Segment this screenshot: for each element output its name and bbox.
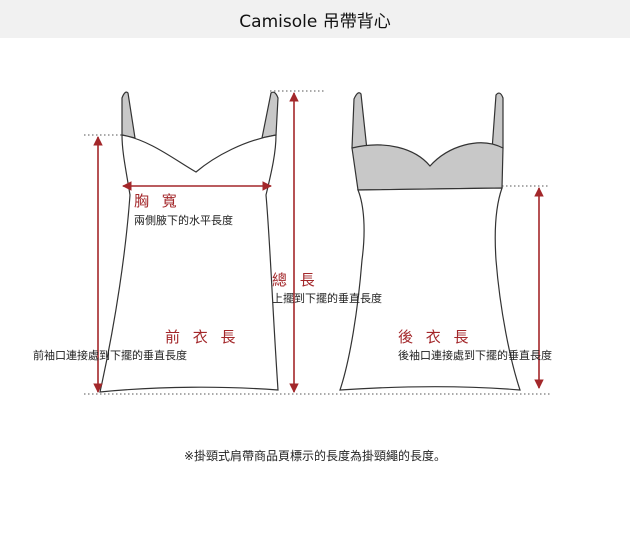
measurement-arrows	[93, 92, 544, 393]
back-length-description: 後袖口連接處到下擺的垂直長度	[398, 349, 552, 362]
total-length-description: 上擺到下擺的垂直長度	[272, 292, 382, 305]
front-length-description: 前袖口連接處到下擺的垂直長度	[33, 349, 187, 362]
footnote: ※掛頸式肩帶商品頁標示的長度為掛頸繩的長度。	[183, 449, 447, 463]
back-camisole	[339, 92, 521, 391]
page-title: Camisole 吊帶背心	[0, 0, 630, 38]
front-length-label: 前 衣 長	[165, 328, 240, 346]
back-left-strap	[351, 92, 368, 151]
back-length-label: 後 衣 長	[398, 328, 473, 346]
back-lining	[351, 142, 504, 191]
chest-width-description: 兩側腋下的水平長度	[134, 214, 233, 227]
reference-lines	[84, 90, 550, 395]
front-body-outline	[99, 134, 279, 393]
back-body-outline	[339, 187, 521, 391]
total-length-label: 總 長	[272, 271, 319, 289]
front-camisole	[99, 91, 279, 393]
back-right-strap	[491, 92, 504, 151]
chest-width-label: 胸 寬	[134, 192, 181, 210]
front-right-strap	[261, 91, 279, 139]
front-left-strap	[121, 91, 136, 139]
